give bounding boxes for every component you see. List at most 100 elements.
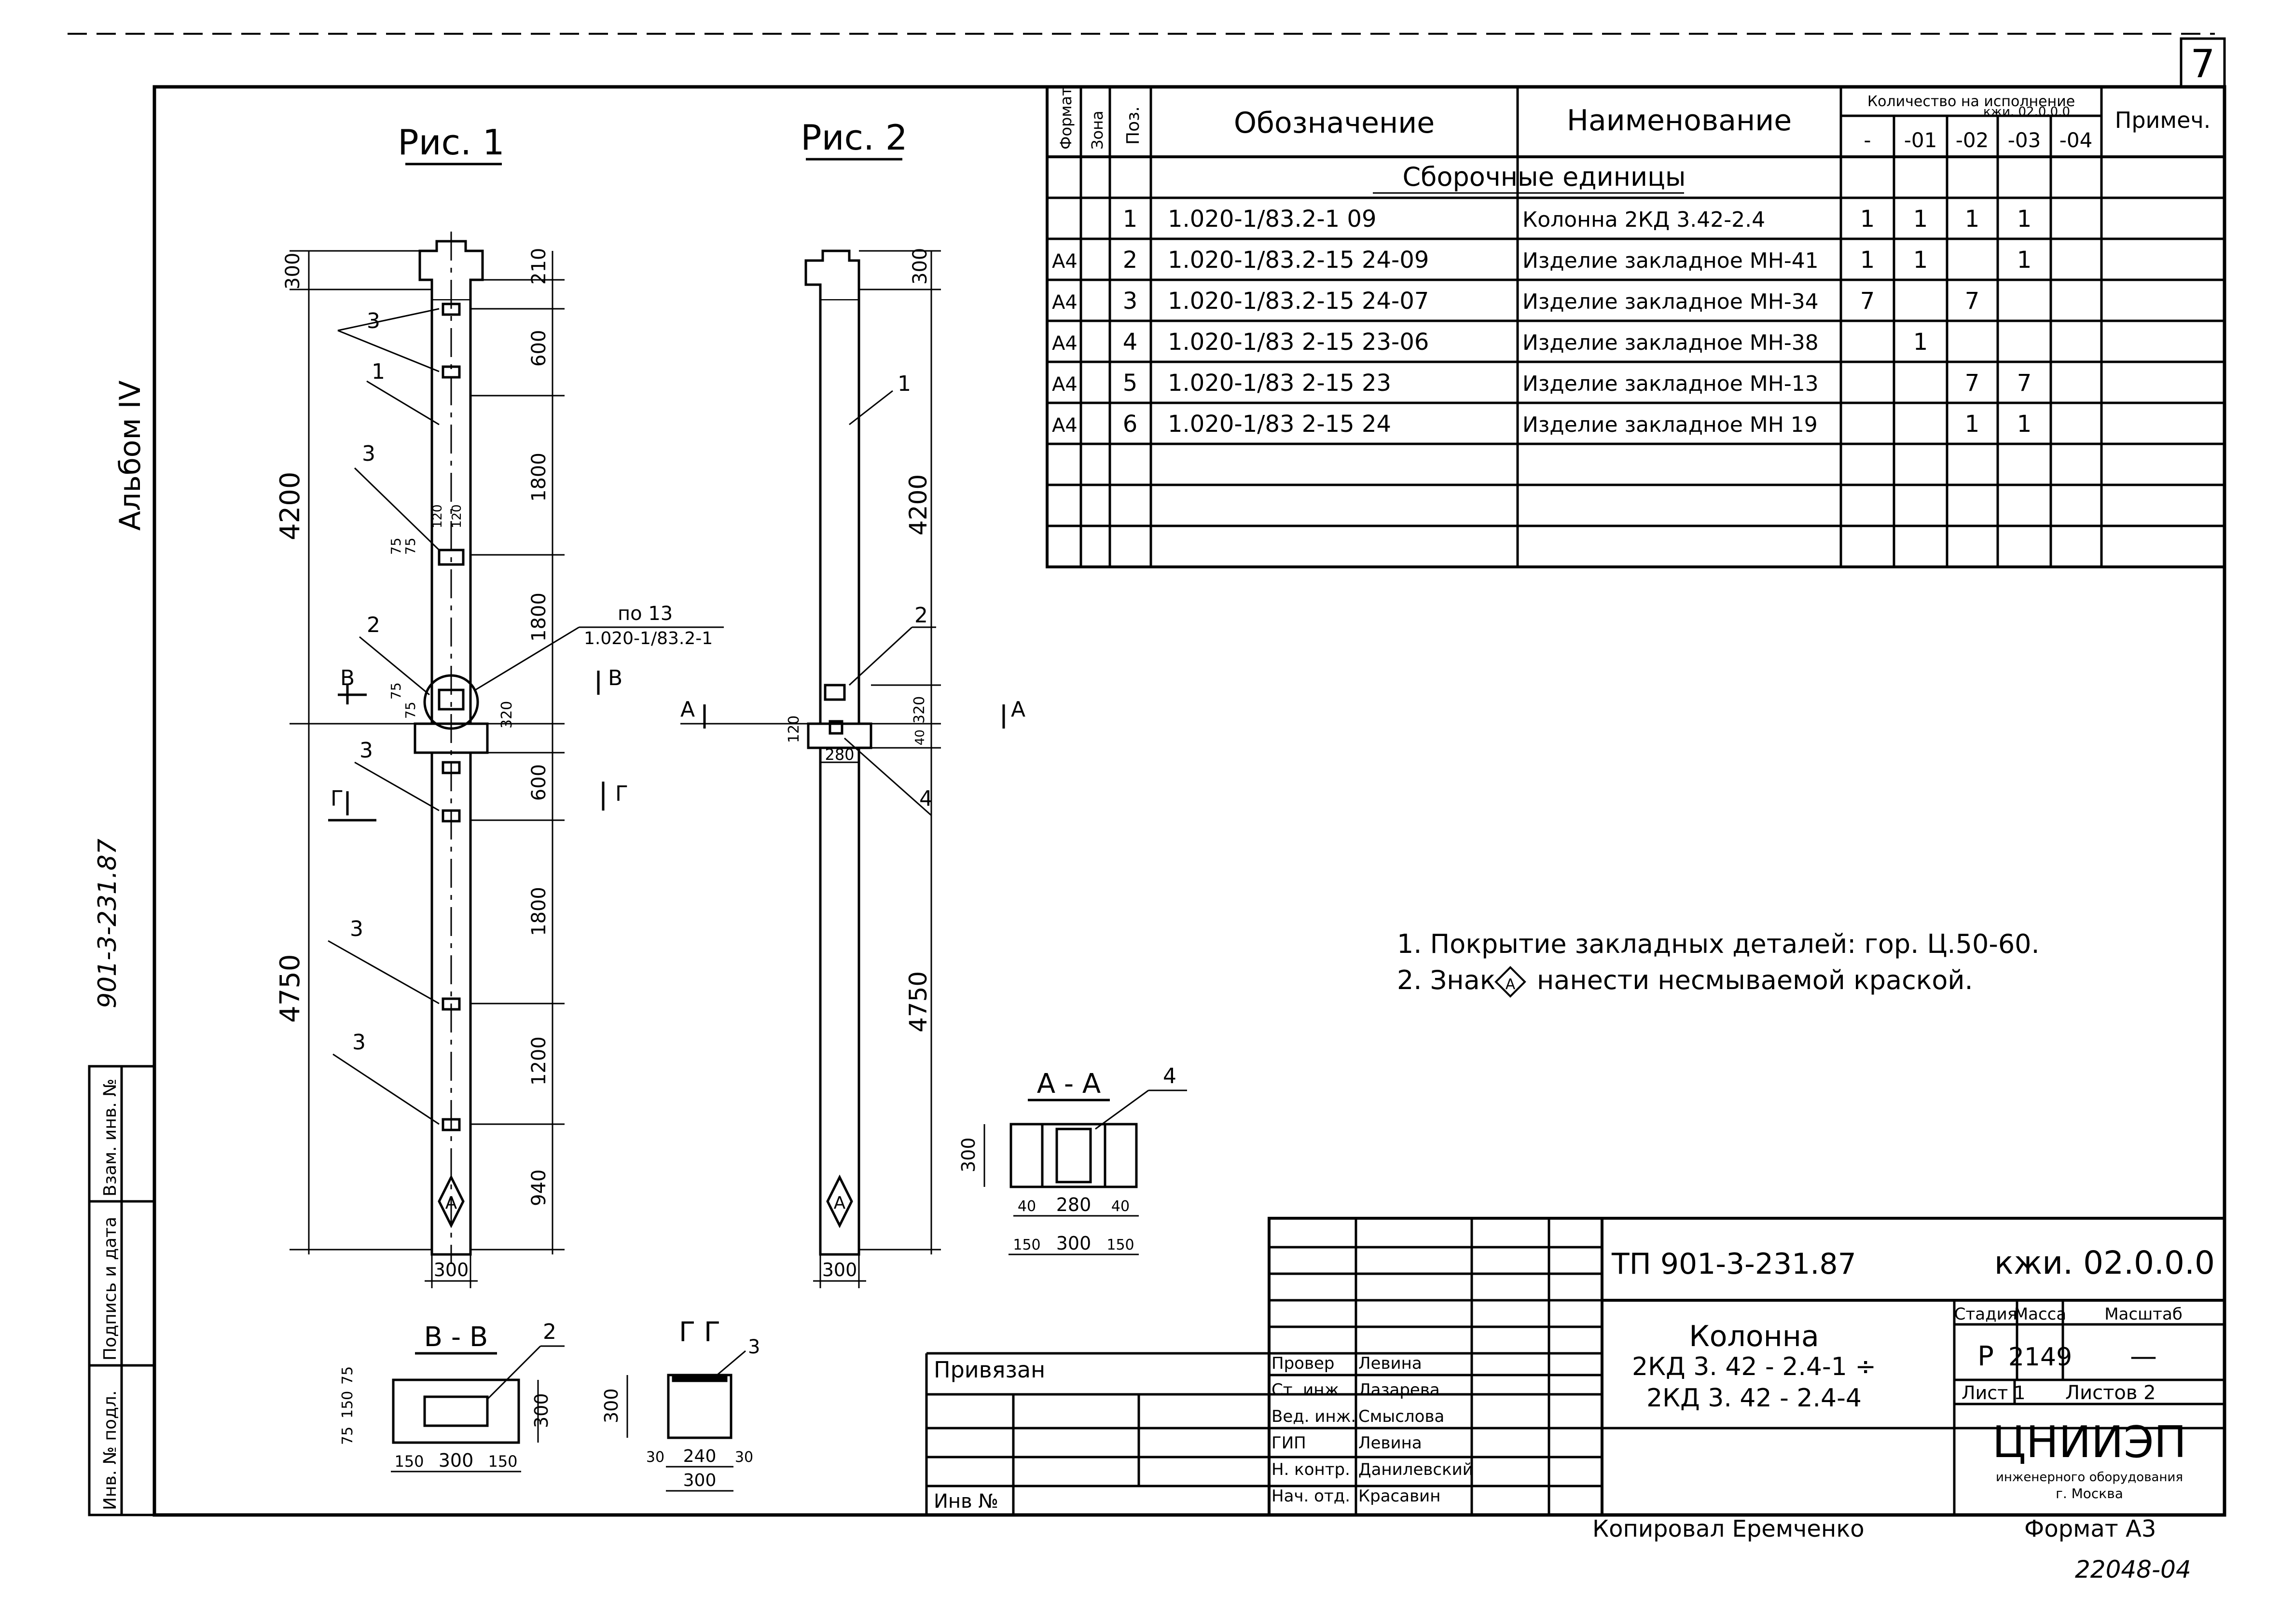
tb-sheet: Лист 1 xyxy=(1962,1382,2026,1404)
tb-person: Красавин xyxy=(1358,1486,1440,1506)
fig2-dim-3: 320 xyxy=(911,696,928,724)
title-block-right: ТП 901-3-231.87 кжи. 02.0.0.0 Колонна 2К… xyxy=(1611,1244,2215,1501)
section-aa-dim-2: 280 xyxy=(1056,1194,1092,1215)
tb-person: Лазарева xyxy=(1358,1380,1440,1400)
note-mark-letter: А xyxy=(1506,976,1516,993)
fig2-mark xyxy=(826,1174,853,1228)
spec-row-qty: 1 xyxy=(1965,411,1980,438)
tb-scale: — xyxy=(2130,1341,2157,1372)
fig2-pos-1: 2 xyxy=(914,603,928,628)
section-vv-dim-2: 75 xyxy=(339,1427,356,1445)
spec-row-pos: 4 xyxy=(1123,329,1138,356)
spec-row-name: Изделие закладное МН-34 xyxy=(1522,289,1819,314)
section-gg-title: Г Г xyxy=(679,1317,720,1348)
section-gg-pos: 3 xyxy=(748,1336,760,1358)
fig2-bottom-dim: 300 xyxy=(822,1259,857,1280)
tb-sheets: Листов 2 xyxy=(2065,1382,2156,1404)
fig1-pos-0: 3 xyxy=(367,309,380,333)
tb-role: ГИП xyxy=(1271,1433,1306,1453)
title-block: Привязан Инв № xyxy=(925,1217,2226,1516)
fig1-node-ref-0: по 13 xyxy=(618,603,673,625)
spec-row-pos: 2 xyxy=(1123,247,1138,274)
section-aa-title: А - А xyxy=(1037,1068,1101,1100)
spec-row-designation: 1.020-1/83.2-1 09 xyxy=(1168,206,1377,233)
spec-row-qty: 1 xyxy=(1913,206,1928,233)
fig2-dim-1: 4200 xyxy=(904,474,932,536)
section-vv-dim-0: 75 xyxy=(339,1366,356,1385)
fig1: Рис. 1 А 300 4200 4750 xyxy=(275,122,724,1288)
fig1-mark-letter: А xyxy=(445,1193,457,1213)
note-0: 1. Покрытие закладных деталей: гор. Ц.50… xyxy=(1397,929,2040,959)
fig1-sec-0: В xyxy=(340,666,355,690)
spec-row-name: Изделие закладное МН-41 xyxy=(1522,248,1819,273)
spec-h-var-3: -03 xyxy=(2008,128,2041,152)
spec-row-qty: 7 xyxy=(1965,288,1980,315)
fig1-pos-5: 3 xyxy=(350,917,363,941)
fig1-pos-4: 3 xyxy=(359,738,373,763)
tb-privyazan: Привязан xyxy=(934,1357,1045,1383)
spec-row-name: Изделие закладное МН-13 xyxy=(1522,372,1819,396)
tb-org-sub: инженерного оборудования xyxy=(1996,1470,2183,1485)
section-aa-dim-0: 300 xyxy=(958,1137,979,1172)
fig1-dim-left-1: 4200 xyxy=(275,471,306,540)
section-aa-dim-4: 150 xyxy=(1013,1237,1040,1253)
section-gg-dim-3: 30 xyxy=(735,1449,753,1466)
spec-h-qty: Количество на исполнение xyxy=(1867,93,2075,110)
spec-row-qty: 1 xyxy=(1913,329,1928,356)
project-side-label: 901-3-231.87 xyxy=(93,839,122,1008)
spec-h-pos: Поз. xyxy=(1123,106,1143,145)
tb-scale-label: Масштаб xyxy=(2104,1305,2183,1324)
fig1-dim-right-4: 600 xyxy=(528,764,550,801)
fig2-head xyxy=(804,249,860,299)
spec-row-qty: 1 xyxy=(1860,247,1875,274)
fig1-dim-left-2: 4750 xyxy=(275,954,306,1023)
spec-h-note: Примеч. xyxy=(2115,107,2211,133)
tb-name-0: Колонна xyxy=(1689,1320,1819,1353)
fig1-pos-1: 1 xyxy=(372,359,385,384)
section-aa-pos: 4 xyxy=(1163,1064,1176,1088)
section-vv: В - В 2 75 150 75 300 150 300 150 xyxy=(339,1320,565,1473)
spec-h-var-0: - xyxy=(1864,128,1871,152)
spec-row-qty: 1 xyxy=(1913,247,1928,274)
spec-row-qty: 1 xyxy=(1965,206,1980,233)
notes: 1. Покрытие закладных деталей: гор. Ц.50… xyxy=(1397,929,2040,998)
fig1-small-2: 75 xyxy=(388,537,404,555)
fig1-small-5: 75 xyxy=(402,702,418,719)
fig2-dim-6: 280 xyxy=(825,745,854,764)
fig1-node-circle xyxy=(423,674,479,730)
tb-mass-label: Масса xyxy=(2014,1305,2066,1324)
fig2-column xyxy=(819,298,860,1256)
spec-row-pos: 1 xyxy=(1123,206,1138,233)
side-podpis: Подпись и дата xyxy=(100,1217,120,1361)
sheet-number: 7 xyxy=(2191,41,2215,86)
fig1-sec-3: Г xyxy=(615,782,628,806)
fig2-dim-4: 40 xyxy=(913,729,927,745)
spec-row-format: А4 xyxy=(1052,291,1078,314)
tb-person: Левина xyxy=(1358,1433,1422,1453)
section-vv-dim-4: 150 xyxy=(394,1452,424,1471)
section-aa-body xyxy=(1009,1123,1138,1188)
spec-row-pos: 3 xyxy=(1123,288,1138,315)
spec-row-pos: 5 xyxy=(1123,370,1138,397)
tb-person: Данилевский xyxy=(1358,1460,1473,1479)
spec-row-qty: 1 xyxy=(2017,206,2032,233)
spec-row-qty: 7 xyxy=(2017,370,2032,397)
spec-row-format: А4 xyxy=(1052,250,1078,273)
tb-designation: кжи. 02.0.0.0 xyxy=(1994,1244,2215,1281)
tb-role: Н. контр. xyxy=(1271,1460,1350,1479)
fig1-small-6: 320 xyxy=(498,701,515,729)
spec-row-qty: 1 xyxy=(2017,411,2032,438)
order-number: 22048-04 xyxy=(2075,1555,2191,1583)
fig1-dim-right-7: 940 xyxy=(528,1170,550,1206)
section-gg-dim-0: 300 xyxy=(601,1388,622,1423)
spec-row-designation: 1.020-1/83 2-15 24 xyxy=(1168,411,1391,438)
format-label: Формат А3 xyxy=(2024,1515,2156,1542)
spec-h-var-2: -02 xyxy=(1956,128,1989,152)
fig2-dim-5: 120 xyxy=(786,716,802,743)
section-aa: А - А 4 300 40 280 40 150 300 150 xyxy=(958,1064,1187,1255)
tb-stage: Р xyxy=(1977,1341,1994,1372)
spec-row-designation: 1.020-1/83 2-15 23 xyxy=(1168,370,1391,397)
spec-section-title: Сборочные единицы xyxy=(1402,162,1686,192)
side-vzam: Взам. инв. № xyxy=(100,1079,120,1197)
tb-person: Смыслова xyxy=(1358,1407,1444,1426)
